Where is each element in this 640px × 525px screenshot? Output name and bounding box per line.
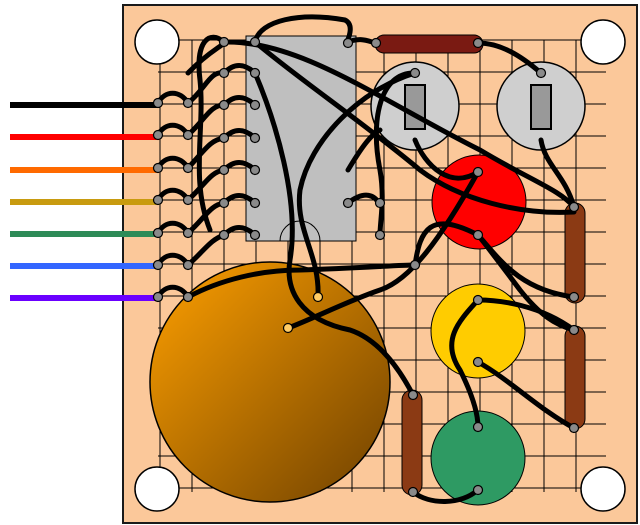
pin-dot <box>409 259 421 271</box>
jumper-wire <box>475 359 577 431</box>
pin-dot <box>152 291 164 303</box>
jumper-wire <box>475 40 544 76</box>
pin-dot <box>472 37 484 49</box>
jumper-wire <box>296 70 418 300</box>
jumper-wire <box>475 297 577 333</box>
jumper-wire <box>196 34 227 233</box>
pin-dot <box>152 259 164 271</box>
pin-dot <box>218 99 230 111</box>
pin-dot <box>249 132 261 144</box>
pin-dot <box>472 294 484 306</box>
pin-dot <box>218 197 230 209</box>
jumper-wire <box>252 39 577 215</box>
pin-dot <box>249 67 261 79</box>
resistor-right-upper <box>564 202 586 304</box>
mounting-hole <box>580 19 626 65</box>
pin-dot <box>249 229 261 241</box>
pin-dot <box>218 164 230 176</box>
pin-dot <box>407 389 419 401</box>
jumper-wire <box>449 297 481 430</box>
pin-dot <box>152 129 164 141</box>
pin-dot <box>152 97 164 109</box>
pin-dot <box>535 67 547 79</box>
jumper-wire <box>345 127 383 173</box>
jumper-wire <box>252 70 416 398</box>
pin-dot <box>568 291 580 303</box>
mounting-hole <box>580 466 626 512</box>
mounting-holes <box>134 19 626 512</box>
pin-dot <box>182 129 194 141</box>
mounting-hole <box>134 19 180 65</box>
pin-dot <box>472 166 484 178</box>
pin-dot <box>249 164 261 176</box>
pin-dot <box>370 37 382 49</box>
pin-dot <box>472 356 484 368</box>
pin-dot <box>182 291 194 303</box>
jumper-wire <box>252 14 353 46</box>
jumper-wire <box>412 221 481 268</box>
buzzer-lead <box>282 322 294 334</box>
jumper-wire <box>475 232 577 333</box>
pin-dot <box>218 67 230 79</box>
pot-knob <box>404 84 426 130</box>
input-wires <box>10 102 160 301</box>
pin-dot <box>568 324 580 336</box>
jumper-wire <box>538 137 577 210</box>
pin-dot <box>249 197 261 209</box>
pin-dot <box>182 259 194 271</box>
pin-dot <box>374 197 386 209</box>
pin-dot <box>249 36 261 48</box>
pot-right <box>496 61 586 151</box>
pin-dot <box>182 162 194 174</box>
pin-dot <box>568 422 580 434</box>
pin-dot <box>472 484 484 496</box>
jumper-wire <box>221 39 577 210</box>
pot-knob <box>530 84 552 130</box>
pin-dot <box>568 201 580 213</box>
pin-dot <box>472 229 484 241</box>
pin-dot <box>182 194 194 206</box>
pin-dot <box>152 162 164 174</box>
mounting-hole <box>134 466 180 512</box>
resistor-bottom <box>401 389 423 496</box>
pin-dot <box>218 229 230 241</box>
buzzer-lead <box>312 291 324 303</box>
resistor-right-lower <box>564 325 586 430</box>
pin-dot <box>152 227 164 239</box>
pin-dot <box>374 229 386 241</box>
pin-dot <box>218 132 230 144</box>
jumper-wire <box>185 262 418 300</box>
jumper-wire <box>410 487 481 504</box>
wiring <box>155 14 577 504</box>
pin-dot <box>472 421 484 433</box>
pin-dot <box>342 197 354 209</box>
pin-dot <box>218 36 230 48</box>
jumper-wire <box>285 169 481 331</box>
component-pins <box>152 36 580 498</box>
pin-dot <box>249 99 261 111</box>
pin-dot <box>342 37 354 49</box>
jumper-wire <box>412 137 481 181</box>
pin-dot <box>182 97 194 109</box>
pin-dot <box>409 67 421 79</box>
pin-dot <box>407 486 419 498</box>
pin-dot <box>182 227 194 239</box>
pin-dot <box>152 194 164 206</box>
resistor-top <box>374 34 484 54</box>
